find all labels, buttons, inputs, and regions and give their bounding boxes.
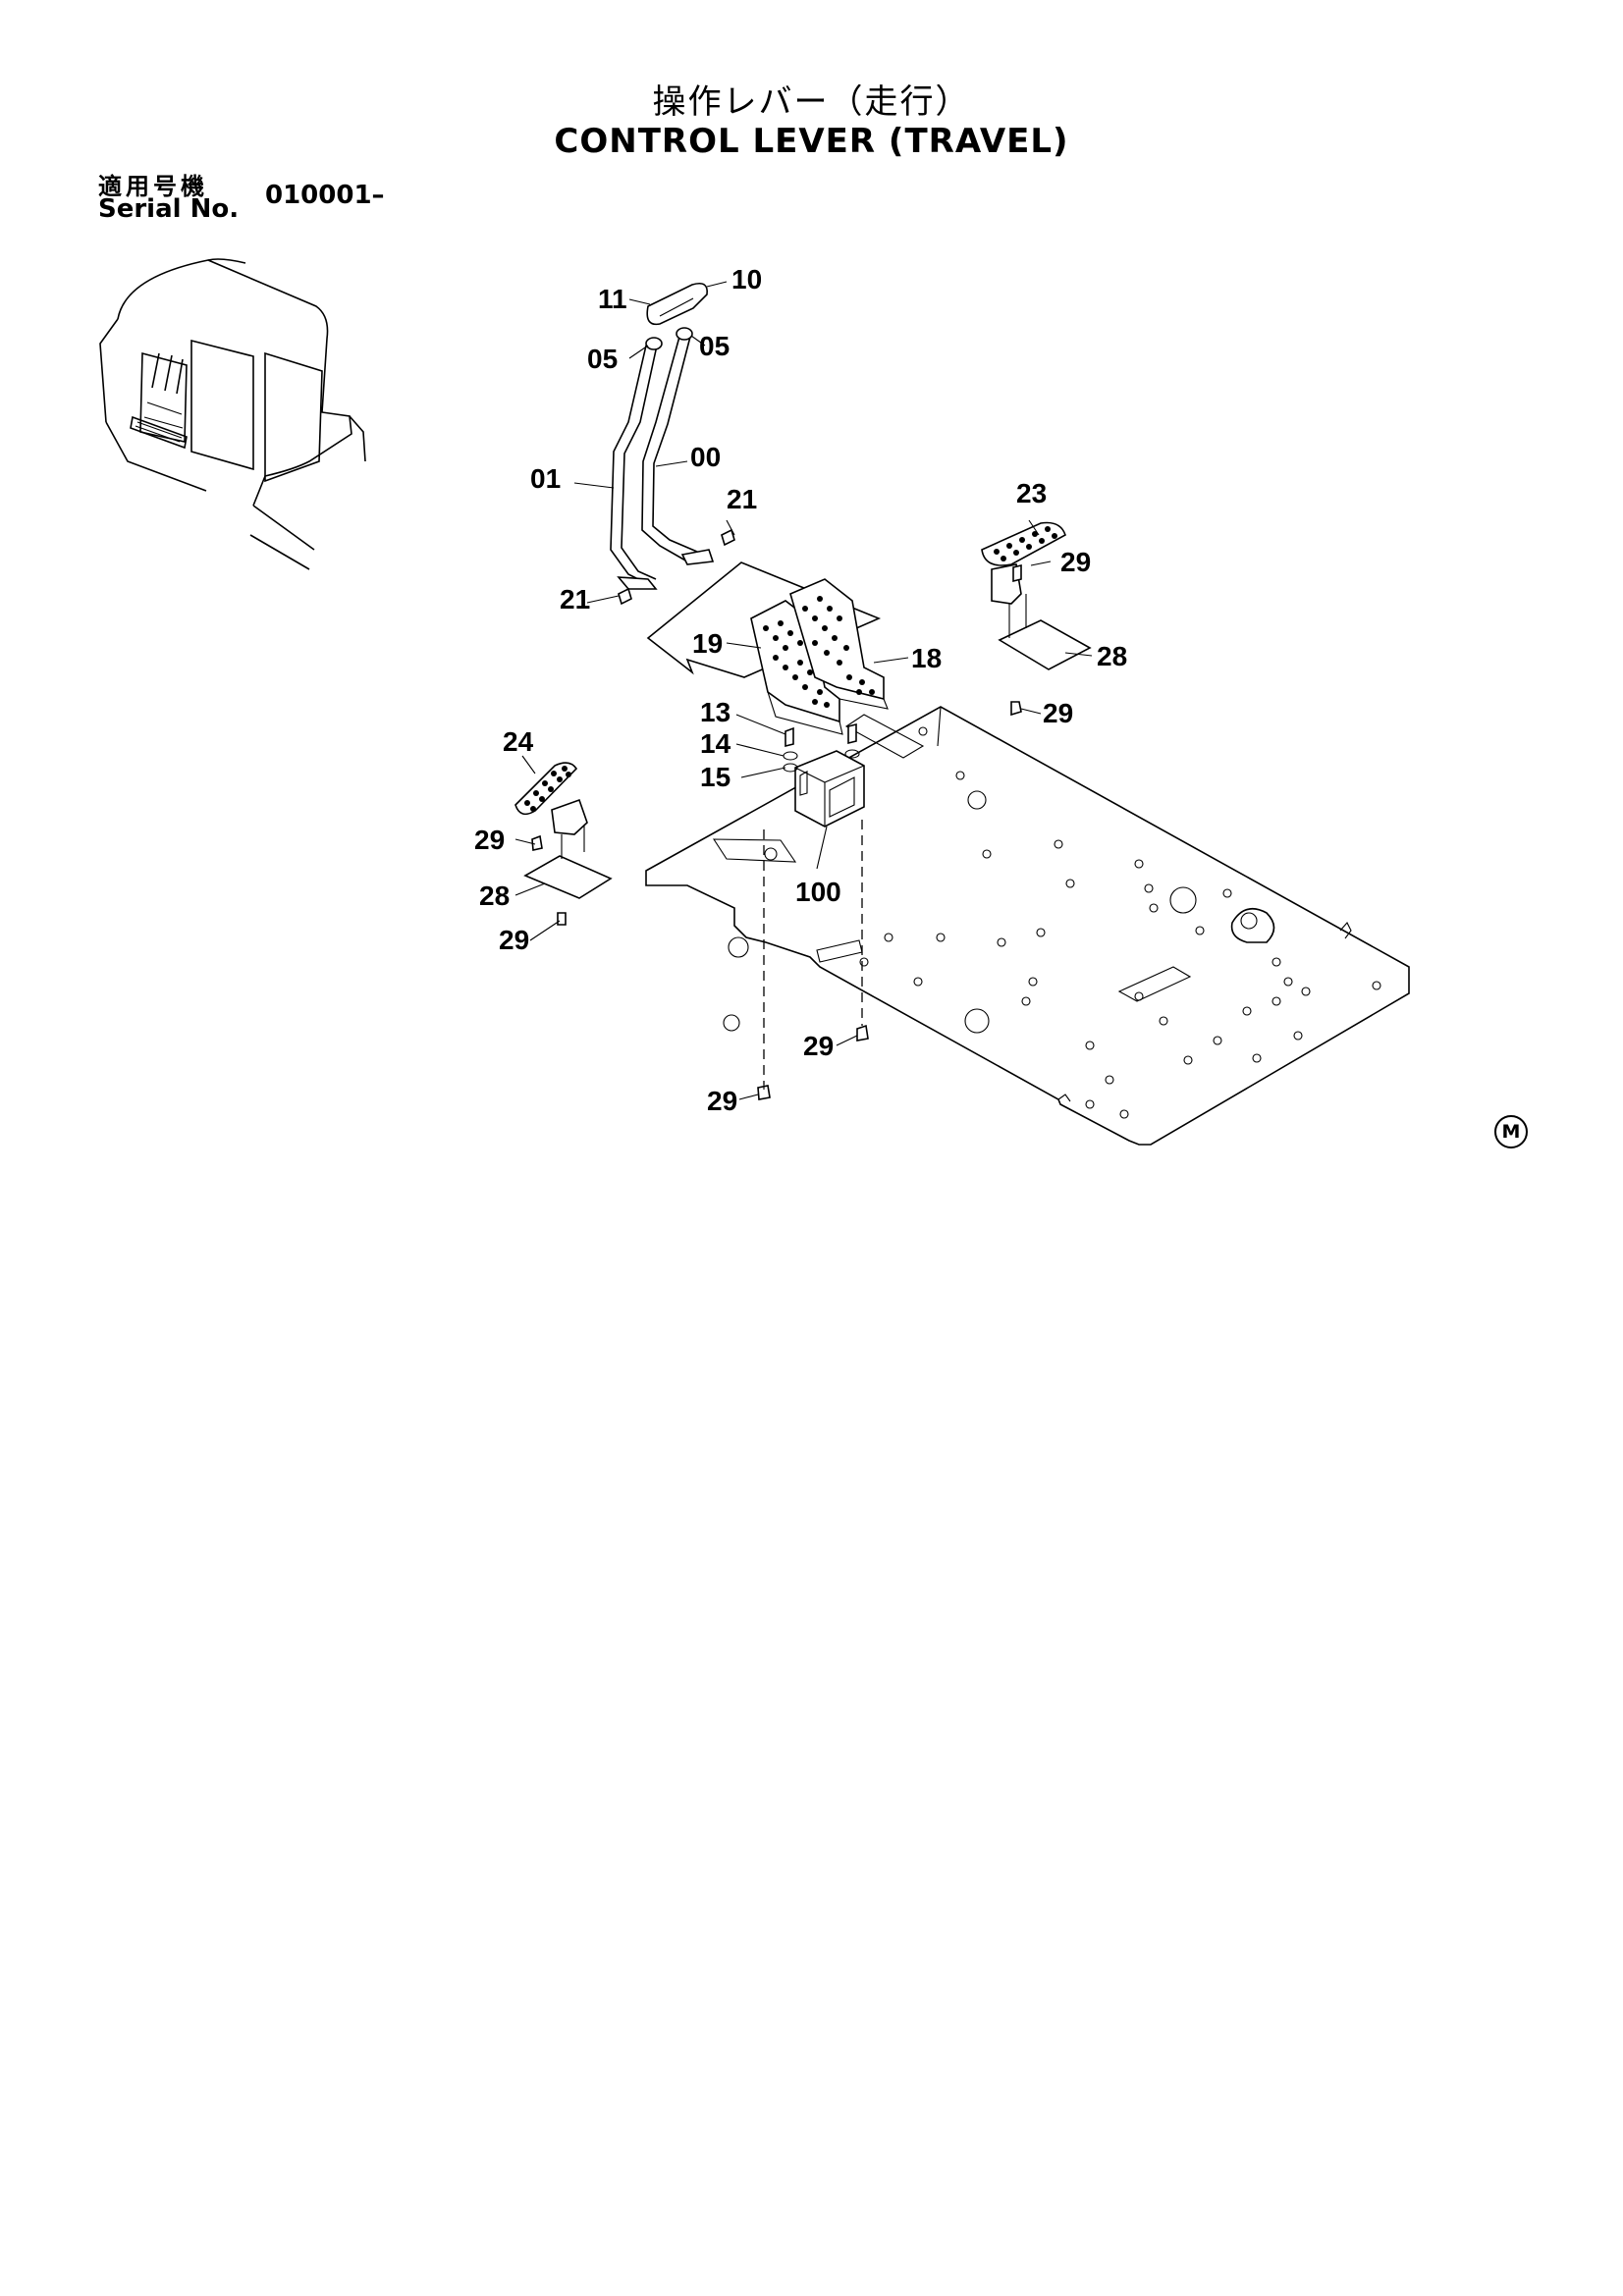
callout-10: 10 bbox=[731, 264, 762, 294]
floor-plate-holes bbox=[859, 726, 1381, 1119]
callout-29-right: 29 bbox=[1043, 698, 1073, 728]
pedal-23-assembly bbox=[981, 521, 1092, 670]
callout-13: 13 bbox=[700, 697, 730, 727]
leader-lines bbox=[514, 281, 1093, 1100]
callout-29-bottom-right: 29 bbox=[803, 1031, 834, 1061]
callout-15: 15 bbox=[700, 762, 730, 792]
m-stamp-symbol: M bbox=[1494, 1115, 1528, 1148]
callout-29-upper-right: 29 bbox=[1060, 547, 1091, 577]
callout-19: 19 bbox=[692, 628, 723, 659]
callout-01: 01 bbox=[530, 463, 561, 494]
title-english: CONTROL LEVER (TRAVEL) bbox=[554, 122, 1069, 161]
pedal-24-assembly bbox=[514, 762, 613, 899]
callout-29-bottom-left: 29 bbox=[707, 1086, 737, 1116]
fasteners bbox=[531, 528, 1022, 1100]
callout-05-left: 05 bbox=[587, 344, 618, 374]
cab-location-inset bbox=[99, 258, 366, 570]
callout-23: 23 bbox=[1016, 478, 1047, 508]
title-japanese: 操作レバー（走行） bbox=[652, 82, 971, 122]
travel-pedals bbox=[750, 578, 889, 735]
callout-18: 18 bbox=[911, 643, 942, 673]
travel-levers bbox=[610, 282, 715, 590]
lever-cover-plate bbox=[646, 561, 882, 678]
callout-100: 100 bbox=[795, 877, 841, 907]
serial-number: 010001– bbox=[265, 181, 385, 210]
callout-28-left: 28 bbox=[479, 881, 510, 911]
callout-29-left-upper: 29 bbox=[474, 825, 505, 855]
callout-21-lower: 21 bbox=[560, 584, 590, 614]
callout-29-left-lower: 29 bbox=[499, 925, 529, 955]
pilot-valve-body bbox=[794, 750, 865, 828]
callout-28-right: 28 bbox=[1097, 641, 1127, 671]
callout-05-right: 05 bbox=[699, 331, 730, 361]
floor-plate bbox=[645, 706, 1410, 1146]
callout-labels: 11 10 05 05 01 00 21 21 23 29 19 18 28 2… bbox=[474, 264, 1127, 1116]
callout-21-upper: 21 bbox=[727, 484, 757, 514]
serial-label-japanese: 適用号機 bbox=[98, 173, 208, 200]
inset-levers-highlight bbox=[130, 352, 188, 450]
callout-11: 11 bbox=[598, 284, 627, 314]
serial-label-english: Serial No. bbox=[98, 194, 240, 224]
callout-14: 14 bbox=[700, 728, 731, 759]
callout-24: 24 bbox=[503, 726, 534, 757]
callout-00: 00 bbox=[690, 442, 721, 472]
